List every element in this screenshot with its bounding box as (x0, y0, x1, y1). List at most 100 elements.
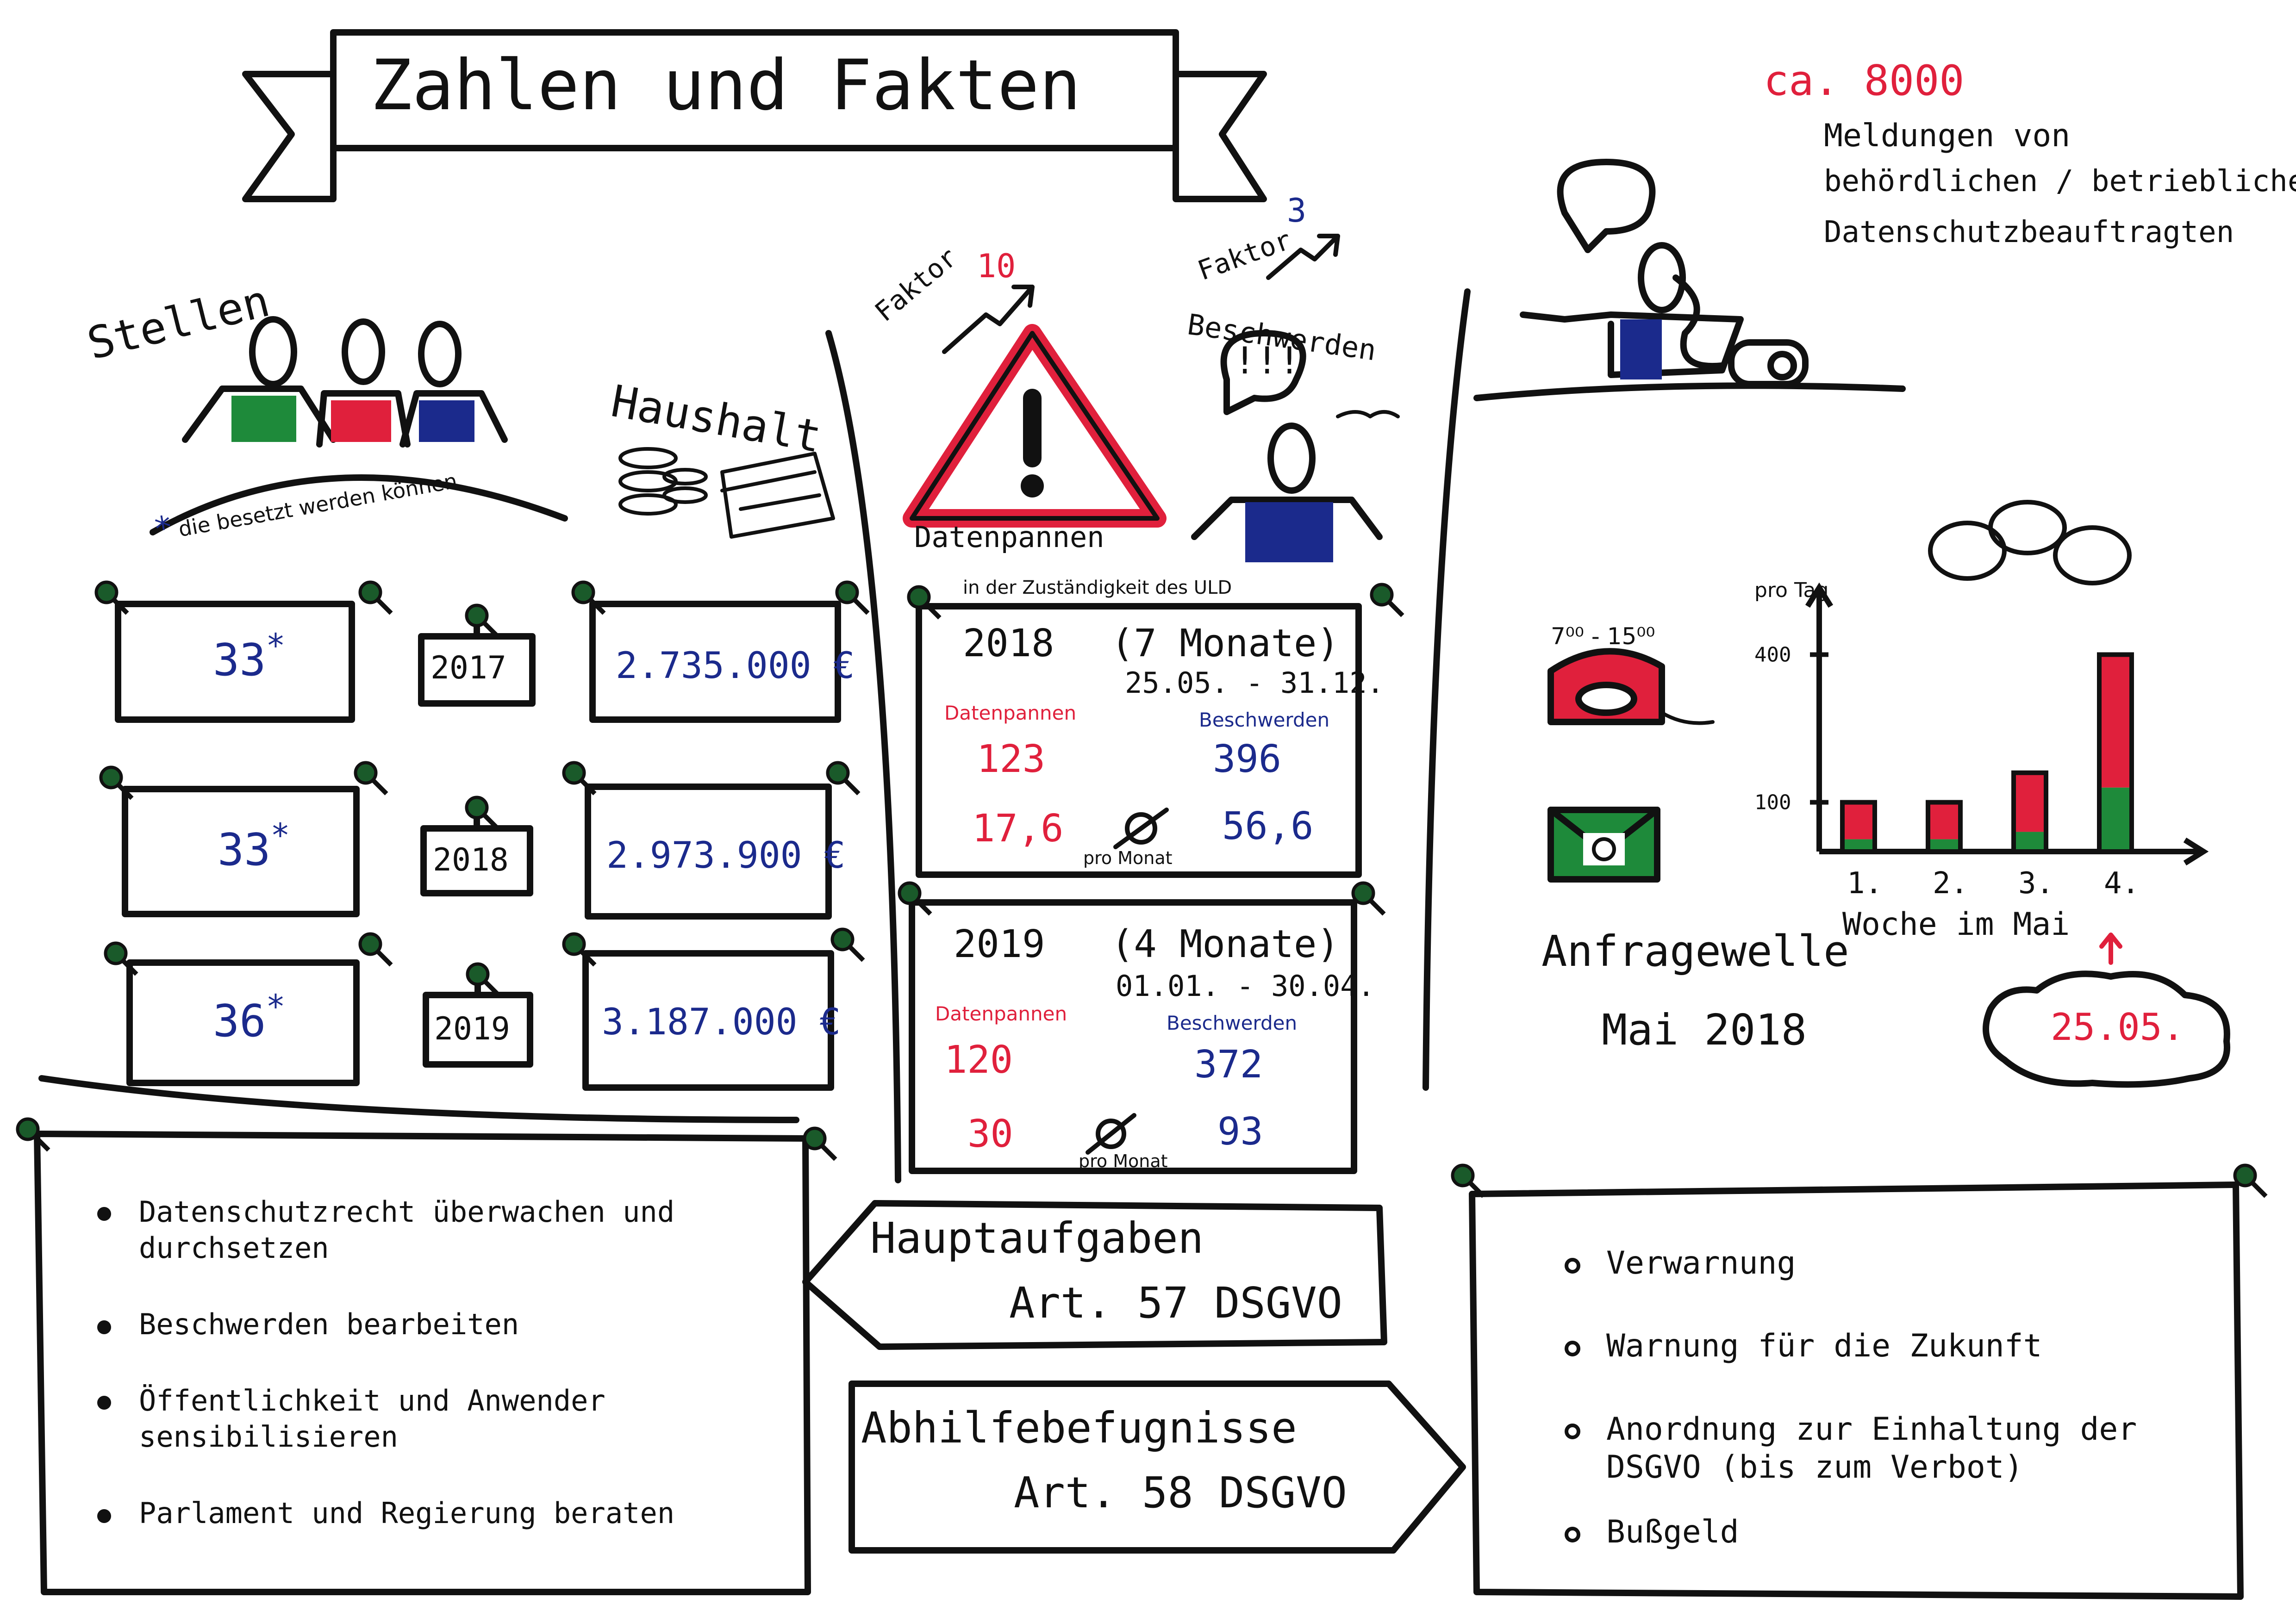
list-item: Parlament und Regierung beraten (97, 1496, 782, 1530)
meldungen-line3: Datenschutzbeauftragten (1824, 215, 2234, 249)
stellen-box-2017 (115, 601, 355, 723)
period-2019-beschwerden-total: 372 (1194, 1043, 1263, 1087)
period-2019-year: 2019 (954, 922, 1045, 966)
complainer-icon (1191, 330, 1400, 540)
period-2018-datenpannen-total: 123 (977, 737, 1046, 781)
period-2019-beschwerden-avg: 93 (1217, 1110, 1263, 1154)
abhilfe-article: Art. 58 DSGVO (1014, 1468, 1348, 1517)
stellen-value-2018: 33* (218, 816, 290, 876)
list-item: Anordnung zur Einhaltung der DSGVO (bis … (1565, 1411, 2208, 1486)
period-2018-beschwerden-total: 396 (1213, 737, 1282, 781)
chart-x-tick-label: 1. (1847, 866, 1883, 901)
period-2019-beschwerden-label: Beschwerden (1167, 1012, 1298, 1034)
period-2018-months: (7 Monate) (1111, 622, 1340, 665)
chart-bar-outline (1926, 800, 1963, 854)
people-icon (150, 316, 568, 535)
phone-person-icon (1473, 159, 1906, 401)
haushalt-box-2018 (585, 784, 832, 920)
faktor-3-value: 3 (1287, 192, 1307, 230)
period-2019-datenpannen-total: 120 (944, 1038, 1013, 1082)
haushalt-value-2017: 2.735.000 € (616, 645, 855, 687)
period-2019-months: (4 Monate) (1111, 922, 1340, 966)
haushalt-box-2017 (589, 601, 841, 723)
chart-y-tick-label: 400 (1754, 643, 1791, 666)
chart-bar-segment (2099, 654, 2132, 788)
faktor-10-value: 10 (977, 247, 1016, 285)
page-title: Zahlen und Fakten (370, 45, 1081, 126)
stellen-box-2018 (122, 786, 360, 917)
chart-y-tick-label: 100 (1754, 791, 1791, 815)
separator-mid-right (1423, 288, 1471, 1091)
chart-bar-outline (2097, 652, 2134, 854)
abhilfe-list-box (1469, 1181, 2244, 1600)
haushalt-value-2018: 2.973.900 € (606, 835, 846, 877)
bullet-icon (97, 1509, 111, 1523)
chart-x-axis-arrow (2183, 837, 2209, 866)
anfragewelle-line1: Anfragewelle (1541, 927, 1849, 976)
chart-x-label: Woche im Mai (1842, 906, 2070, 943)
chart-bar-segment (1928, 802, 1960, 839)
telephone-icon (1547, 648, 1715, 725)
uld-caption: in der Zuständigkeit des ULD (963, 577, 1232, 598)
period-2019-avg-label: pro Monat (1079, 1151, 1168, 1171)
email-icon (1547, 807, 1660, 883)
hauptaufgaben-list: Datenschutzrecht überwachen und durchset… (97, 1194, 782, 1530)
period-2018-box (916, 603, 1362, 878)
meldungen-count: ca. 8000 (1764, 56, 1965, 105)
bullet-icon (1565, 1424, 1580, 1439)
bullet-icon (1565, 1341, 1580, 1356)
period-2019-box (909, 899, 1357, 1174)
meldungen-line1: Meldungen von (1824, 118, 2071, 154)
year-tag-2018: 2018 (433, 842, 509, 878)
chart-bar-outline (2011, 770, 2048, 854)
haushalt-box-2019 (582, 950, 834, 1091)
abhilfe-title: Abhilfebefugnisse (861, 1403, 1297, 1453)
haushalt-value-2019: 3.187.000 € (602, 1001, 841, 1043)
list-item: Bußgeld (1565, 1514, 2213, 1550)
year-tag-2019: 2019 (434, 1011, 510, 1047)
chart-bar-segment (2099, 787, 2132, 852)
stellen-value-2019: 36* (213, 988, 286, 1047)
chart-bar-segment (2014, 772, 2046, 832)
period-2019-datenpannen-avg: 30 (967, 1112, 1013, 1156)
period-2018-beschwerden-avg: 56,6 (1222, 804, 1314, 848)
period-2018-year: 2018 (963, 622, 1054, 665)
stellen-value-2017: 33* (213, 627, 286, 686)
list-item: Warnung für die Zukunft (1565, 1328, 2213, 1364)
anfragewelle-line2: Mai 2018 (1602, 1005, 1807, 1055)
separator-mid-left (825, 330, 901, 1183)
period-2018-datenpannen-label: Datenpannen (944, 702, 1077, 724)
period-2019-datenpannen-label: Datenpannen (935, 1002, 1067, 1025)
hauptaufgaben-article: Art. 57 DSGVO (1009, 1278, 1343, 1328)
anfragewelle-date: 25.05. (2051, 1006, 2184, 1049)
bullet-icon (1565, 1527, 1580, 1543)
hauptaufgaben-title: Hauptaufgaben (870, 1213, 1204, 1263)
beschwerden-exclaim: !!! (1234, 339, 1301, 382)
hauptaufgaben-sign (802, 1200, 1387, 1350)
chart-bar-outline (1840, 800, 1877, 854)
period-2019-range: 01.01. - 30.04. (1116, 969, 1375, 1003)
period-2018-range: 25.05. - 31.12. (1125, 666, 1384, 700)
bullet-icon (97, 1320, 111, 1334)
bullet-icon (1565, 1258, 1580, 1274)
warning-triangle (903, 324, 1167, 528)
chart-y-label: pro Tag (1754, 578, 1828, 602)
list-item: Beschwerden bearbeiten (97, 1307, 782, 1341)
abhilfe-sign (849, 1380, 1466, 1554)
bullet-icon (97, 1207, 111, 1221)
hauptaufgaben-list-box (34, 1131, 811, 1595)
chart-x-tick-label: 3. (2018, 866, 2054, 901)
list-item: Datenschutzrecht überwachen und durchset… (97, 1194, 750, 1266)
title-banner (242, 29, 1267, 202)
chart-bar-segment (2014, 832, 2046, 852)
stellen-box-2019 (126, 959, 360, 1086)
period-2018-datenpannen-avg: 17,6 (972, 807, 1064, 851)
datenpannen-icon-label: Datenpannen (914, 520, 1104, 554)
hotline-hours: 7⁰⁰ - 15⁰⁰ (1551, 623, 1655, 650)
chart-x-tick-label: 4. (2104, 866, 2140, 901)
period-2018-avg-label: pro Monat (1083, 848, 1173, 868)
question-bubbles-icon (1928, 500, 2132, 585)
separator-left (38, 1075, 799, 1123)
